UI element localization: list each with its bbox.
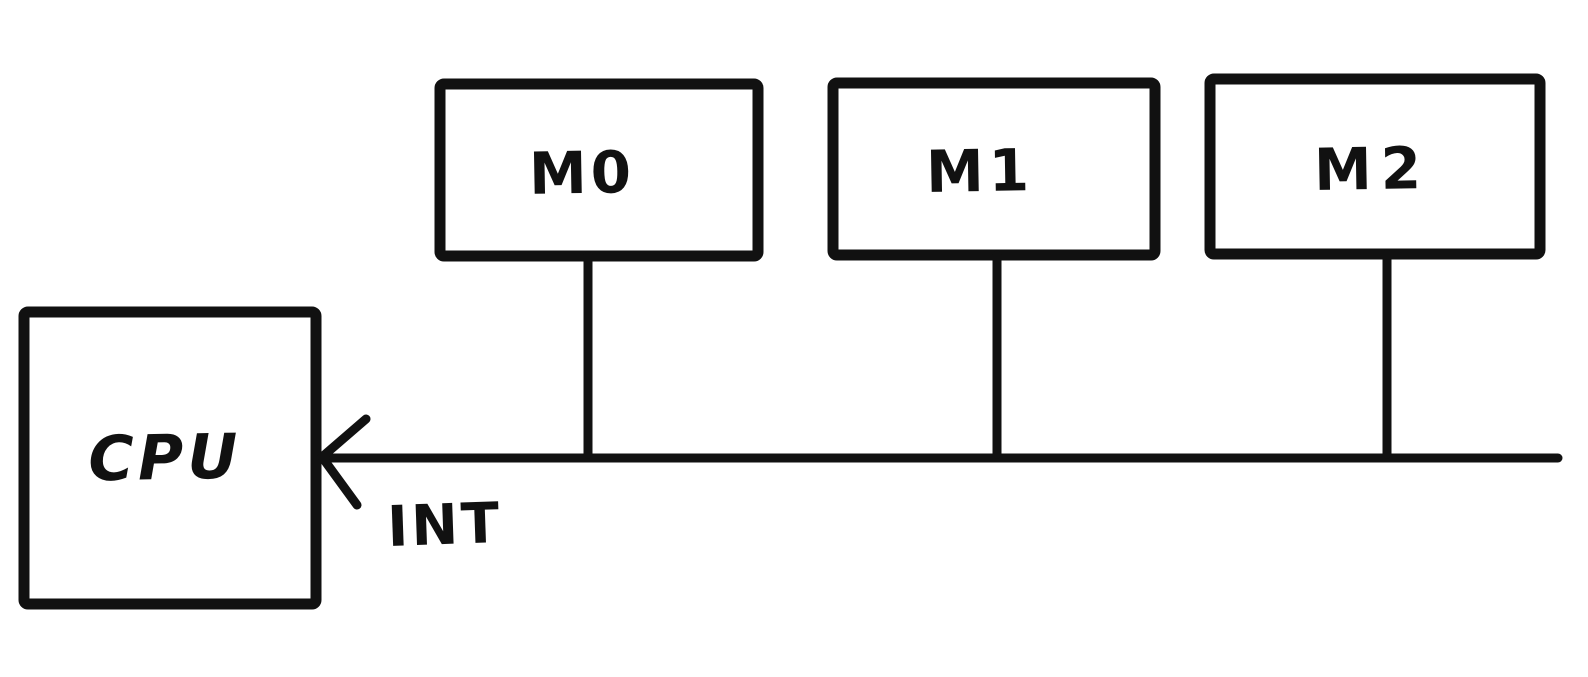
interrupt-arrowhead-icon [317, 414, 371, 510]
module-box-m0 [434, 78, 764, 262]
module-label-m2: M2 [1313, 134, 1430, 204]
interrupt-line-label: INT [386, 491, 503, 560]
cpu-box [18, 306, 322, 610]
cpu-label: CPU [88, 420, 243, 496]
module-label-m0: M0 [528, 138, 635, 208]
module-label-m1: M1 [925, 136, 1034, 206]
module-box-m2 [1204, 73, 1546, 260]
